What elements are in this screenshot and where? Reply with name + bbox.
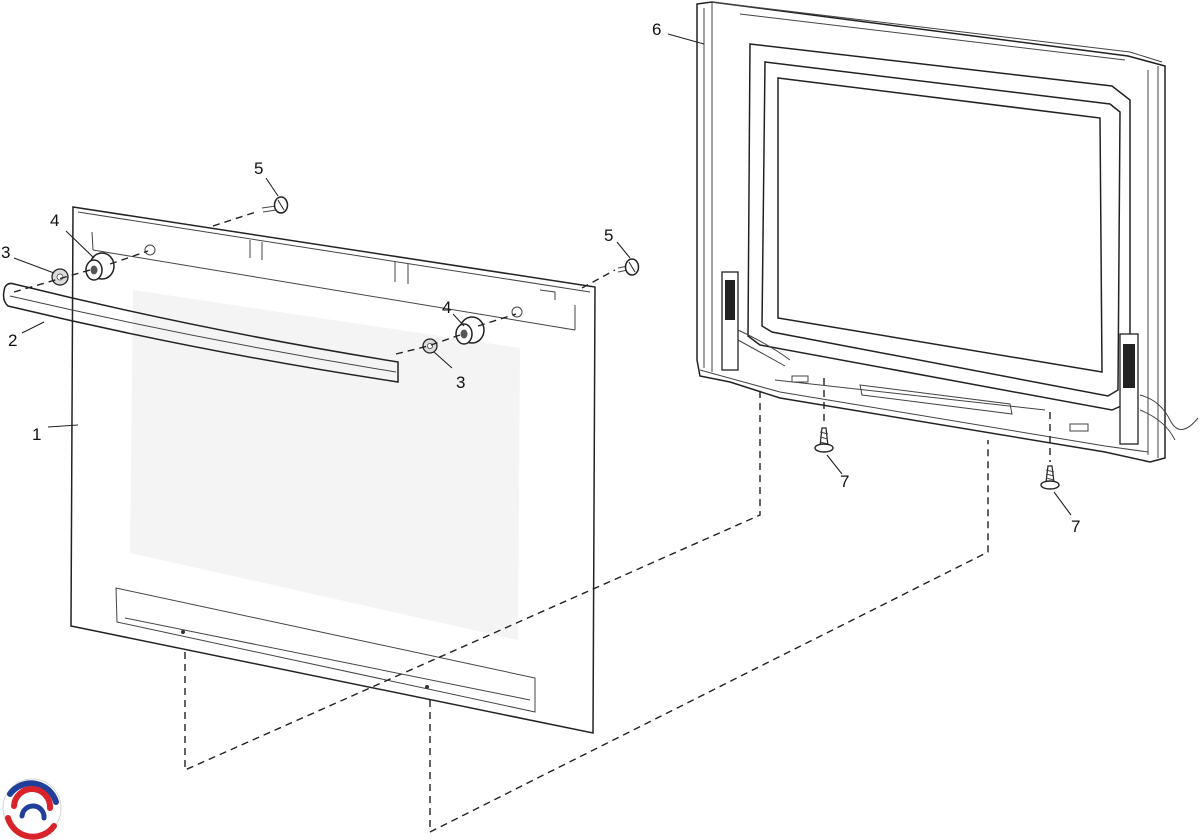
assembly-lines [13,211,1051,834]
callout-inner-door-frame: 6 [652,20,661,39]
spacer-right [455,316,485,345]
right-hinge [1119,333,1199,445]
screw-top-left [261,196,289,214]
door-handle [2,282,399,383]
callout-screw-top-right: 5 [604,226,613,245]
callout-spacer-right: 4 [442,298,451,317]
door-panel [70,206,596,734]
brand-logo [2,778,62,840]
screw-top-right [617,258,640,276]
washer-right [422,338,438,354]
washer-left [51,268,69,286]
callout-washer-left: 3 [1,243,10,262]
callout-washer-right: 3 [456,373,465,392]
inner-door-frame [696,1,1199,463]
spacer-left [85,252,115,281]
left-hinge [721,271,791,371]
callout-screw-bottom-right: 7 [1071,517,1080,536]
screw-bottom-right [1040,465,1060,490]
callout-screw-bottom-left: 7 [840,472,849,491]
callout-spacer-left: 4 [50,211,59,230]
callout-handle: 2 [8,331,17,350]
callout-screw-top-left: 5 [254,159,263,178]
callout-leaders [13,33,1072,516]
callout-door-panel: 1 [32,425,41,444]
screw-bottom-left [814,427,834,453]
